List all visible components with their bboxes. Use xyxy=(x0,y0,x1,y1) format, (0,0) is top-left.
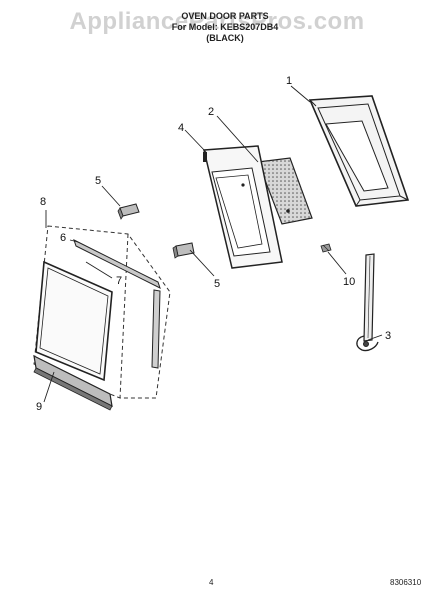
part-glass-spacer-top xyxy=(73,239,161,289)
part-inner-door-panel xyxy=(203,145,283,269)
model-line: For Model: KEBS207DB4 xyxy=(171,22,279,32)
callout-5-upper: 5 xyxy=(95,175,101,187)
callout-6: 6 xyxy=(60,232,66,244)
callout-7: 7 xyxy=(116,275,122,287)
watermark: AppliancePartsPros.com xyxy=(69,8,365,35)
callout-3: 3 xyxy=(385,330,391,342)
diagram-header: OVEN DOOR PARTS For Model: KEBS207DB4 (B… xyxy=(120,11,330,44)
callout-labels: 1 2 3 4 5 5 6 7 8 9 10 xyxy=(36,75,391,413)
callout-1: 1 xyxy=(286,75,292,87)
part-outer-door-frame xyxy=(308,95,410,207)
part-hinge xyxy=(356,253,379,352)
callout-10: 10 xyxy=(343,276,355,288)
part-glass-assembly-outline xyxy=(33,225,171,399)
part-door-trim xyxy=(33,354,113,411)
leader-lines xyxy=(43,85,383,403)
part-inner-glass xyxy=(35,260,113,382)
part-glass-spacer-side xyxy=(151,289,161,369)
color-line: (BLACK) xyxy=(206,33,244,43)
callout-5-lower: 5 xyxy=(214,278,220,290)
diagram-title: OVEN DOOR PARTS xyxy=(181,11,269,21)
callout-8: 8 xyxy=(40,196,46,208)
callout-4: 4 xyxy=(178,122,184,134)
part-screw xyxy=(320,243,332,253)
callout-2: 2 xyxy=(208,106,214,118)
document-code: 8306310 xyxy=(390,578,422,587)
page-number: 4 xyxy=(209,578,214,587)
part-window-pack xyxy=(257,157,313,225)
callout-9: 9 xyxy=(36,401,42,413)
part-hinge-receptacle-lower xyxy=(172,242,195,259)
part-hinge-receptacle-upper xyxy=(117,203,140,220)
